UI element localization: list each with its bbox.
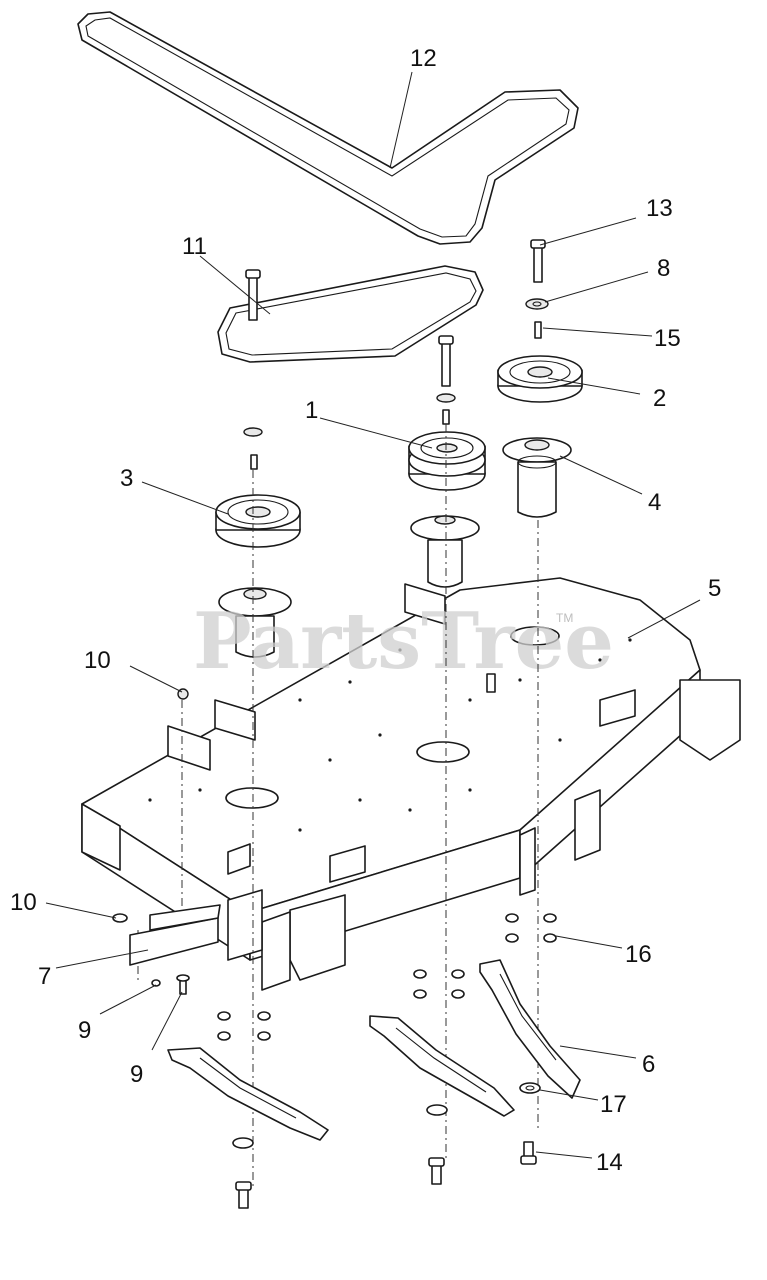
callout-10b: 10	[10, 889, 37, 916]
leader-lines	[45, 71, 701, 1159]
pulley-1[interactable]	[408, 431, 486, 491]
callout-numbers: 1 2 3 4 5 6 7 8 9 9 10 10 11 12 13 14 15…	[10, 45, 721, 1176]
washer-17[interactable]	[519, 1082, 541, 1094]
blade-6[interactable]	[479, 959, 581, 1099]
svg-text:TM: TM	[556, 611, 573, 625]
callout-14: 14	[596, 1149, 623, 1176]
callout-5: 5	[708, 575, 721, 602]
callout-7: 7	[38, 963, 51, 990]
callout-9b: 9	[130, 1061, 143, 1088]
callout-6: 6	[642, 1051, 655, 1078]
callout-11: 11	[182, 233, 207, 260]
washer-left-bottom[interactable]	[232, 1137, 254, 1149]
nut-16[interactable]	[505, 913, 557, 943]
callout-2: 2	[653, 385, 666, 412]
callout-9a: 9	[78, 1017, 91, 1044]
callout-13: 13	[646, 195, 673, 222]
pulley-3[interactable]	[215, 494, 301, 548]
callout-8: 8	[657, 255, 670, 282]
svg-text:PartsTree: PartsTree	[193, 596, 614, 687]
left-bolt-stack[interactable]	[243, 269, 263, 470]
callout-10a: 10	[84, 647, 111, 674]
blade-left[interactable]	[167, 1047, 329, 1141]
bolt-14[interactable]	[520, 1141, 537, 1165]
pulley-2[interactable]	[497, 355, 583, 403]
callout-4: 4	[648, 489, 661, 516]
pin-13[interactable]	[530, 239, 546, 283]
callout-17: 17	[600, 1091, 627, 1118]
bolt-9-a[interactable]	[151, 979, 161, 987]
callout-1: 1	[305, 397, 318, 424]
belt-11[interactable]	[217, 265, 484, 363]
nut-10-lower[interactable]	[112, 913, 128, 923]
bolt-center-bottom[interactable]	[428, 1157, 445, 1185]
belt-12[interactable]	[77, 11, 579, 245]
watermark: PartsTree TM	[193, 596, 614, 687]
key-15[interactable]	[534, 321, 542, 339]
nut-cluster-center[interactable]	[413, 969, 465, 999]
callout-3: 3	[120, 465, 133, 492]
callout-12: 12	[410, 45, 437, 72]
center-bolt-stack[interactable]	[436, 335, 456, 425]
spindle-4[interactable]	[502, 437, 572, 518]
spindle-center[interactable]	[410, 515, 480, 588]
spindle-left[interactable]	[218, 587, 292, 658]
bolt-9-b[interactable]	[176, 974, 190, 995]
washer-8[interactable]	[525, 298, 549, 310]
blade-center[interactable]	[369, 1015, 515, 1117]
nut-cluster-left[interactable]	[217, 1011, 271, 1041]
bolt-left-bottom[interactable]	[235, 1181, 252, 1209]
washer-center-bottom[interactable]	[426, 1104, 448, 1116]
baffle-7[interactable]	[129, 904, 221, 966]
callout-16: 16	[625, 941, 652, 968]
callout-15: 15	[654, 325, 681, 352]
